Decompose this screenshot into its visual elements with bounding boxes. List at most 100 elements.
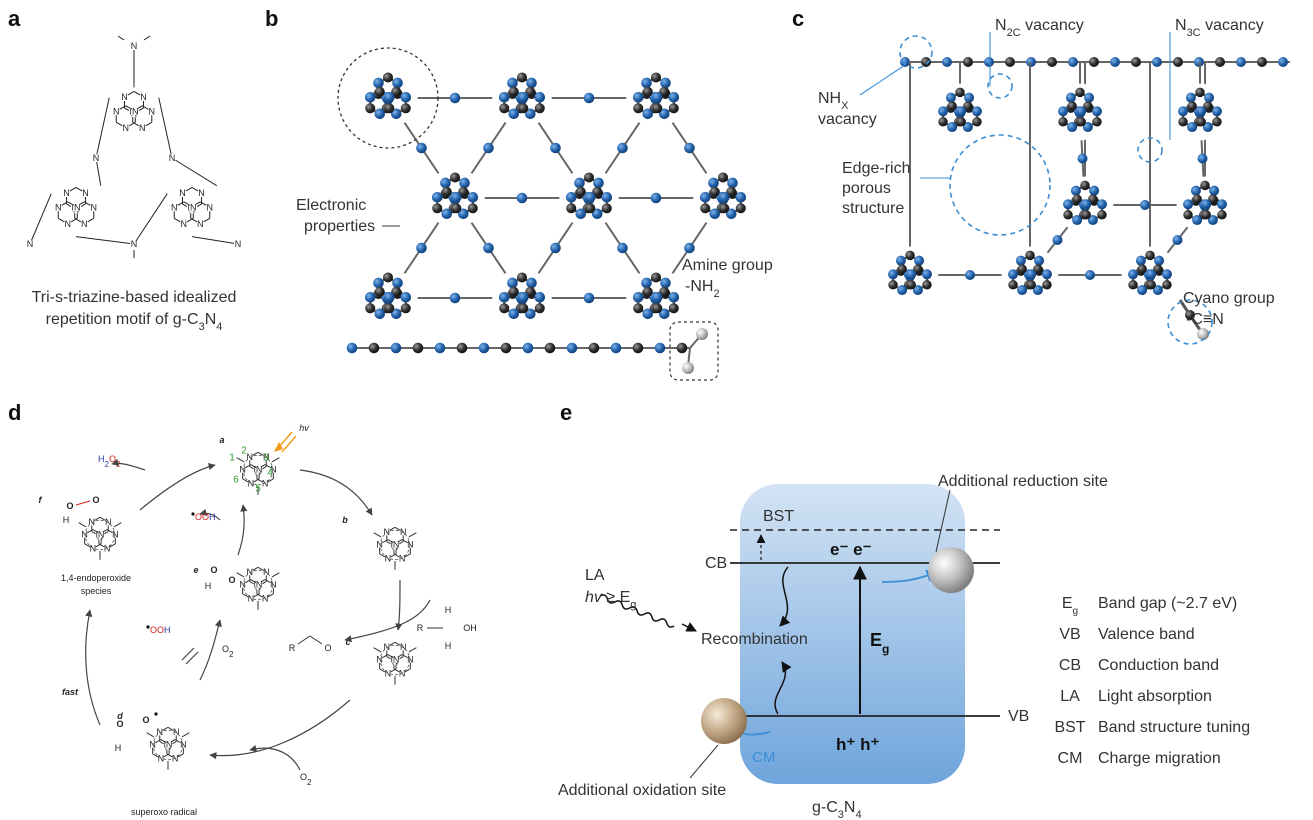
nitrogen-label: N (65, 219, 72, 229)
carbon-atom (1025, 250, 1035, 261)
panel-b-lattice (346, 68, 753, 374)
nitrogen-mask (189, 203, 198, 212)
nitrogen-mask (80, 219, 89, 228)
nitrogen-atom (392, 77, 403, 89)
alcohol-h-top: H (445, 605, 452, 615)
cycle-arrow-a-b (299, 469, 373, 516)
nitrogen-mask (262, 453, 270, 461)
position-number-1: 1 (229, 453, 235, 464)
nitrogen-atom (565, 191, 577, 203)
nitrogen-atom (1026, 269, 1037, 280)
edge-atom (390, 342, 402, 354)
carbon-atom (972, 117, 982, 127)
cm-label: CM (752, 749, 775, 766)
nitrogen-atom (364, 291, 376, 303)
nitrogen-label: N (270, 464, 277, 474)
methyl-bond (373, 647, 382, 653)
nitrogen-atom (699, 191, 711, 203)
material-label: g-C3N4 (812, 799, 862, 820)
nitrogen-mask (121, 123, 130, 132)
carbon-atom (642, 286, 653, 297)
methyl-bond (146, 732, 155, 738)
bridging-nitrogen (483, 142, 494, 154)
nitrogen-mask (168, 154, 176, 162)
carbon-atom (441, 186, 452, 197)
nitrogen-mask (73, 203, 82, 212)
nitrogen-label: N (89, 517, 96, 527)
cycle-arrow-d-f (85, 609, 101, 726)
nitrogen-atom (1183, 199, 1194, 210)
carbon-atom (642, 86, 653, 97)
nitrogen-label: N (384, 642, 391, 652)
carbon-atom (525, 86, 536, 97)
electronic-properties-circle (337, 47, 439, 149)
edge-atom (654, 342, 666, 354)
blocked-mark (181, 647, 195, 661)
panel-letter-e: e (560, 400, 572, 425)
edge-atom (1278, 57, 1288, 67)
nitrogen-mask (149, 740, 157, 748)
o2-uptake-arrow (249, 744, 301, 771)
edge-atom (921, 57, 931, 67)
nitrogen-atom (400, 291, 412, 303)
delocalized-ring (242, 569, 274, 601)
position-number-6: 6 (233, 475, 239, 486)
nitrogen-atom (508, 108, 520, 120)
carbon-atom (585, 203, 596, 214)
nitrogen-mask (406, 540, 414, 548)
delocalized-ring (379, 529, 411, 561)
edge-atom (1131, 57, 1141, 67)
carbon-atom (1212, 117, 1222, 127)
nitrogen-mask (255, 465, 263, 473)
carbon-atom (709, 186, 720, 197)
heptazine-unit (1058, 87, 1102, 133)
amino-dash (117, 35, 125, 41)
nitrogen-atom (1178, 106, 1189, 117)
bridging-nitrogen (449, 292, 461, 304)
nitrogen-atom (524, 108, 536, 120)
bridging-nitrogen (516, 192, 528, 204)
radical-dot (146, 625, 150, 629)
panel-letter-a: a (8, 6, 21, 31)
carbon-atom (652, 103, 663, 114)
carbon-atom (592, 186, 603, 197)
legend-abbr-3: LA (1060, 688, 1080, 705)
aldehyde-r: R (289, 643, 296, 653)
hydrogen-atom (682, 362, 694, 374)
nitrogen-mask (239, 580, 247, 588)
edge-atom (632, 342, 644, 354)
carbon-atom (499, 303, 510, 314)
nitrogen-atom (1216, 199, 1227, 210)
nitrogen-mask (205, 203, 214, 212)
nitrogen-atom (1072, 215, 1083, 226)
n3c-label: N3C vacancy (1175, 17, 1264, 39)
carbon-atom (1178, 117, 1188, 127)
nitrogen-mask (179, 740, 187, 748)
e-o1: O (210, 565, 217, 575)
superoxo-radical-dot (154, 712, 158, 716)
nitrogen-atom (383, 91, 395, 103)
carbon-atom (1217, 210, 1227, 220)
legend-desc-2: Conduction band (1098, 657, 1219, 674)
nitrogen-atom (1082, 122, 1093, 133)
carbon-atom (1033, 264, 1043, 274)
nitrogen-atom (601, 191, 613, 203)
carbon-atom (659, 86, 670, 97)
carbon-atom (384, 303, 395, 314)
carbon-atom (1203, 101, 1213, 111)
endoperoxide-label-2: species (81, 586, 112, 596)
superoxo-o2: O (142, 715, 149, 725)
nitrogen-label: N (256, 579, 263, 589)
bridging-nitrogen (449, 92, 461, 104)
electronic-label-2: properties (304, 218, 375, 235)
nitrogen-mask (130, 42, 138, 50)
carbon-atom (719, 203, 730, 214)
carbon-atom (956, 117, 966, 127)
nitrogen-mask (179, 219, 188, 228)
amino-nitrogen: N (131, 41, 138, 51)
heptazine-unit (1063, 180, 1107, 226)
carbon-atom (1153, 264, 1163, 274)
nitrogen-atom (956, 106, 967, 117)
nitrogen-mask (398, 670, 406, 678)
carbon-atom (938, 117, 948, 127)
